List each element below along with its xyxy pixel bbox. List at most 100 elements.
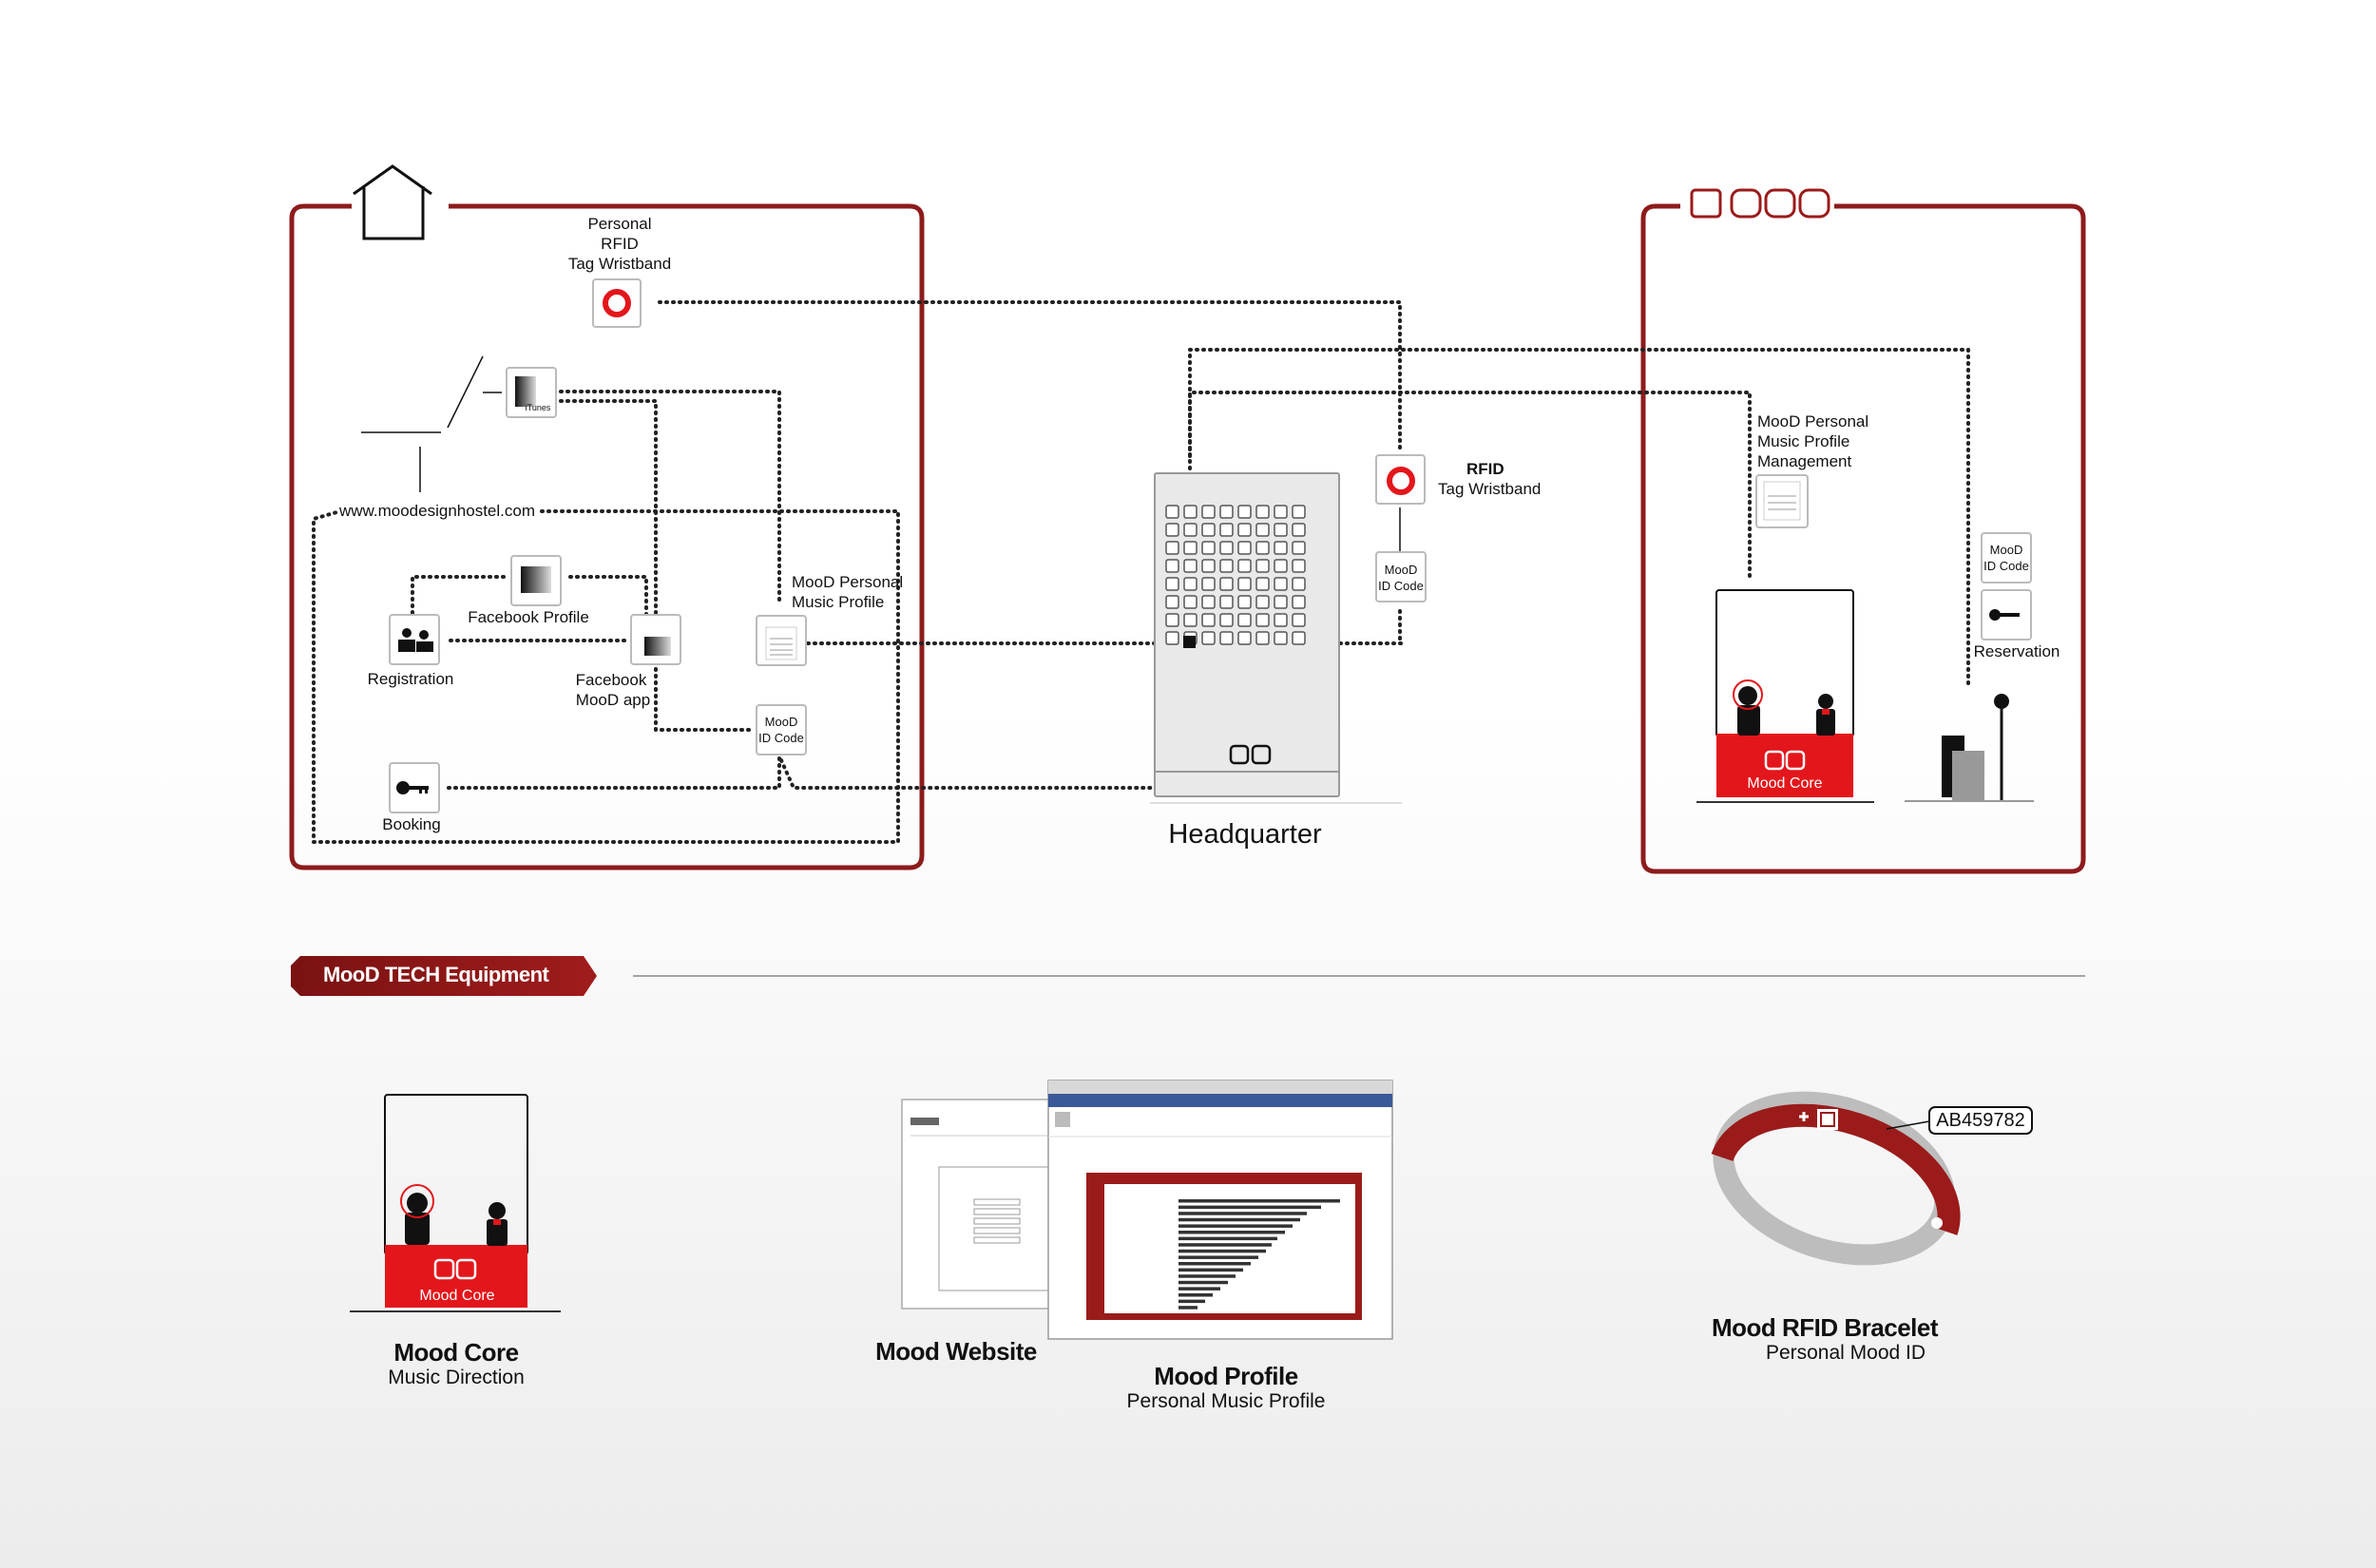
management-document-icon [1755,474,1809,528]
hq-window [1274,559,1288,573]
profile-bar [1178,1268,1243,1272]
hq-window [1183,595,1198,609]
hq-window [1274,595,1288,609]
center-id-code-box [1375,551,1427,602]
profile-bar [1178,1249,1266,1253]
hq-window [1274,541,1288,555]
hq-window [1237,505,1252,519]
hq-window [1292,523,1306,537]
profile-bar [1178,1280,1228,1285]
bracelet-tag-label: AB459782 [1936,1110,2025,1131]
hq-window [1219,541,1234,555]
hq-mood-logo-icon [1229,744,1272,765]
center-id-code-label-1: MooD [1384,563,1418,577]
profile-bar [1178,1236,1277,1241]
profile-bar [1178,1212,1307,1215]
mood-logo-icon [1690,188,1830,219]
profile-bar [1178,1293,1213,1297]
hq-window [1165,631,1179,645]
profile-mgmt-label-1: MooD Personal [1757,412,1869,430]
hq-window [1201,505,1216,519]
core-subtitle: Music Direction [388,1367,525,1388]
profile-bar [1178,1306,1198,1310]
hq-window [1201,523,1216,537]
headquarter-building [1150,472,1402,804]
hq-window [1183,523,1198,537]
tech-equipment-badge: MooD TECH Equipment [291,956,597,996]
hq-window [1183,577,1198,591]
hq-window [1274,505,1288,519]
booking-label: Booking [382,815,441,833]
hq-window [1201,631,1216,645]
hq-window [1183,541,1198,555]
hq-window [1292,595,1306,609]
hq-window [1165,577,1179,591]
facebook-icon [510,555,562,606]
home-frame [289,203,925,870]
itunes-icon [506,367,557,418]
hq-window [1201,559,1216,573]
profile-mgmt-label-3: Management [1757,452,1852,470]
id-code-label-2: ID Code [758,731,804,745]
hq-window [1292,541,1306,555]
center-rfid-label-1: RFID [1466,460,1504,478]
hq-window [1183,505,1198,519]
profile-bar [1178,1299,1205,1304]
id-code-box [756,704,807,755]
hq-window [1237,577,1252,591]
hq-window [1165,541,1179,555]
hq-window [1292,559,1306,573]
profile-bar [1178,1243,1272,1247]
hq-window [1237,523,1252,537]
hq-window [1219,559,1234,573]
hq-window [1201,595,1216,609]
profile-bar [1178,1199,1340,1203]
right-core-label: Mood Core [1747,775,1823,792]
center-rfid-wristband-icon [1375,454,1426,505]
profile-bar [1178,1287,1220,1291]
hq-window [1255,577,1270,591]
hq-window [1237,595,1252,609]
hq-window [1274,523,1288,537]
hq-window [1274,631,1288,645]
hq-window [1255,559,1270,573]
hq-window [1201,577,1216,591]
key-icon [389,762,440,813]
right-key-icon [1981,589,2032,641]
house-icon [353,164,432,240]
hq-window [1183,559,1198,573]
profile-title: Mood Profile [1154,1362,1298,1390]
hq-window [1237,613,1252,627]
hq-window [1219,577,1234,591]
wristband-label-1: Personal [587,215,652,233]
reservation-label: Reservation [1973,642,2060,660]
document-icon [756,615,807,666]
hq-window [1165,595,1179,609]
hq-window [1292,613,1306,627]
right-id-code-label-1: MooD [1989,543,2023,557]
bracelet-icon [1711,1091,1961,1266]
bracelet-title: Mood RFID Bracelet [1711,1313,1939,1342]
hq-window [1255,631,1270,645]
rfid-wristband-icon [592,278,642,328]
profile-bar [1178,1255,1258,1259]
profile-bar [1178,1217,1300,1222]
hq-window [1255,595,1270,609]
hq-window [1219,595,1234,609]
hq-window [1165,523,1179,537]
website-label: www.moodesignhostel.com [339,502,535,520]
hq-window [1219,505,1234,519]
profile-screenshot [1047,1080,1393,1340]
people-icon [389,614,440,665]
core-desk-label: Mood Core [419,1288,495,1304]
music-profile-label-2: Music Profile [792,593,885,611]
profile-bar [1178,1205,1321,1210]
itunes-label: iTunes [525,403,551,412]
profile-bar [1178,1274,1236,1278]
bracelet-tag [1886,1106,2033,1135]
id-code-label-1: MooD [764,715,798,729]
hq-window [1237,541,1252,555]
hq-window [1237,631,1252,645]
hq-window [1292,631,1306,645]
